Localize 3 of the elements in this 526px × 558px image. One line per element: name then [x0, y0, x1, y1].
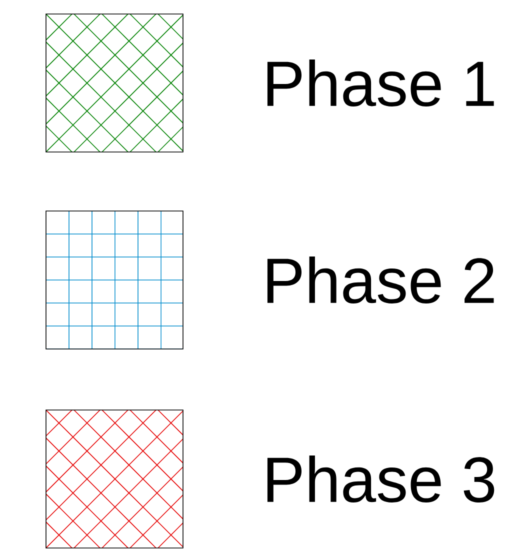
legend-label: Phase 3: [267, 456, 494, 502]
legend-label: Phase 1: [267, 60, 494, 106]
legend-label: Phase 2: [267, 256, 494, 304]
